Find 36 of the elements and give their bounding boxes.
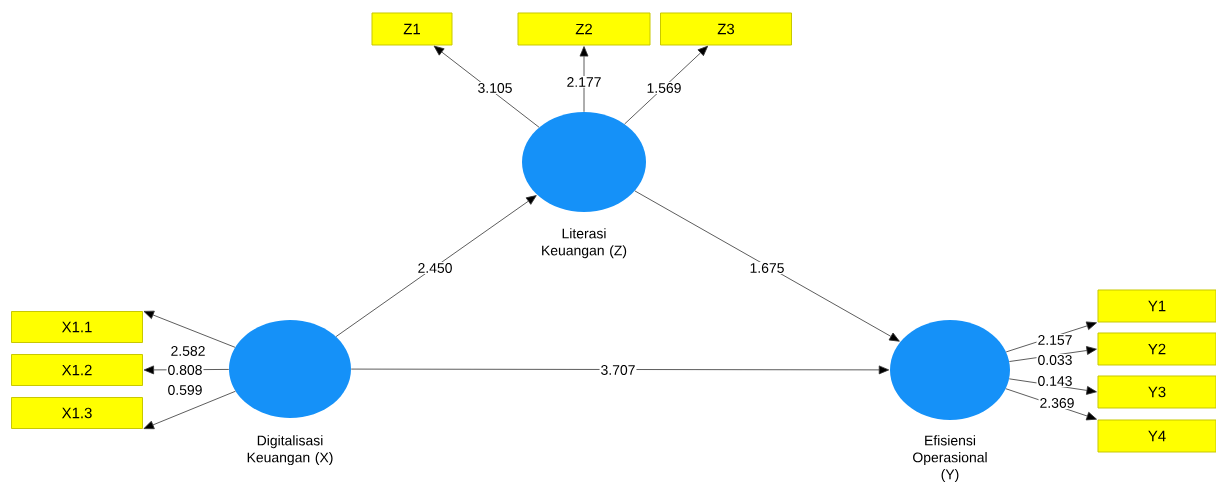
edge-label: 2.177 [565, 76, 603, 88]
edge-label: 2.157 [1036, 334, 1074, 346]
arrow [143, 310, 236, 348]
edge-label: 0.033 [1036, 354, 1074, 366]
construct-label: Digitalisasi Keuangan (X) [247, 435, 333, 466]
edge-label: 2.582 [169, 345, 207, 357]
arrow [1005, 321, 1097, 353]
indicator-box: Y1 [1097, 289, 1216, 323]
indicator-box: Z3 [660, 12, 792, 46]
construct-label: Literasi Keuangan (Z) [542, 228, 627, 259]
indicator-box: Y2 [1097, 332, 1216, 366]
arrow [579, 46, 589, 113]
edge-label: 3.105 [476, 82, 514, 94]
indicator-box: X1.1 [11, 311, 143, 343]
arrow [350, 365, 890, 375]
edge-label: 2.450 [416, 262, 454, 274]
arrow [1008, 346, 1097, 362]
construct-label: Efisiensi Operasional (Y) [913, 435, 987, 483]
arrow [634, 190, 900, 342]
indicator-box: X1.3 [11, 397, 143, 429]
indicator-box: Z1 [371, 12, 453, 46]
arrow [433, 45, 540, 128]
indicator-box: Y4 [1097, 419, 1216, 453]
edge-label: 0.143 [1036, 375, 1074, 387]
arrow [335, 195, 537, 337]
indicator-box: Y3 [1097, 375, 1216, 409]
indicator-box: Z2 [517, 12, 651, 46]
arrow [624, 45, 709, 125]
edge-label: 1.569 [645, 82, 683, 94]
arrow [143, 390, 236, 430]
edge-label: 2.369 [1038, 397, 1076, 409]
edge-label: 1.675 [748, 262, 786, 274]
edge-label: 0.599 [166, 384, 204, 396]
edge-label: 3.707 [599, 364, 637, 376]
edge-label: 0.808 [166, 364, 204, 376]
indicator-box: X1.2 [11, 354, 143, 386]
